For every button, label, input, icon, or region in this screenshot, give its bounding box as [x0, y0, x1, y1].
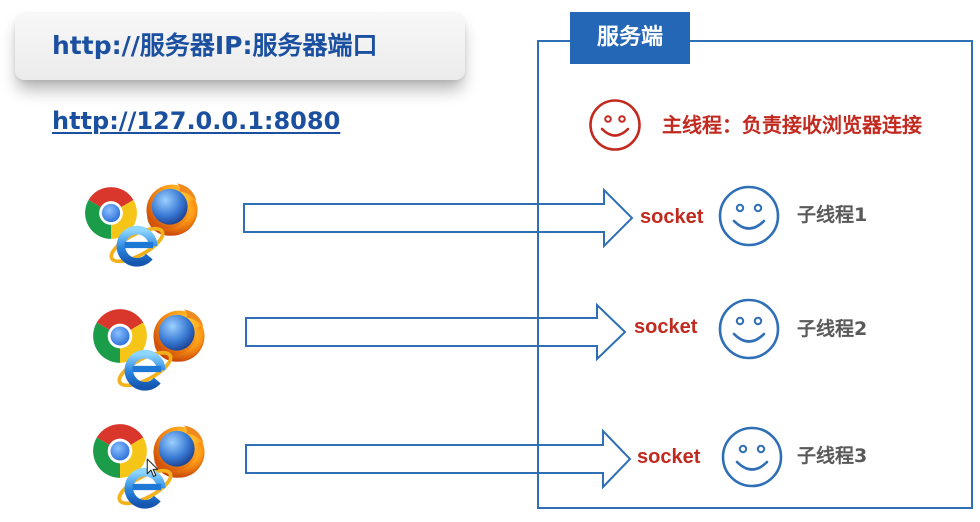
- client-browsers-2: [90, 304, 212, 404]
- smiley-face: [721, 426, 783, 488]
- main-thread-smiley-icon: [589, 99, 641, 151]
- smiley-mouth: [732, 219, 766, 230]
- thread-smiley-icon: [721, 426, 783, 488]
- smiley-face: [718, 298, 780, 360]
- smiley-face: [589, 99, 641, 151]
- smiley-face: [718, 185, 780, 247]
- thread-label: 子线程2: [797, 318, 868, 340]
- url-format-box: http://服务器IP:服务器端口: [15, 12, 465, 80]
- pointer-arrow: [146, 458, 159, 477]
- thread-label: 子线程3: [797, 445, 868, 467]
- socket-label: socket: [637, 446, 701, 468]
- socket-label: socket: [640, 206, 704, 228]
- ie-logo: [115, 346, 175, 391]
- server-label: 服务端: [570, 12, 690, 64]
- ie-logo: [107, 222, 167, 267]
- smiley-eye: [735, 316, 745, 326]
- ie-icon: [114, 338, 176, 400]
- smiley-eye: [753, 203, 763, 213]
- smiley-mouth: [732, 332, 766, 343]
- ie-logo: [115, 464, 175, 509]
- url-format-text: http://服务器IP:服务器端口: [52, 31, 378, 60]
- mouse-pointer-icon: [146, 458, 159, 477]
- ie-icon: [114, 456, 176, 518]
- smiley-eye: [735, 203, 745, 213]
- thread-smiley-icon: [718, 298, 780, 360]
- thread-label: 子线程1: [797, 204, 868, 226]
- smiley-eye: [756, 444, 766, 454]
- example-url-link[interactable]: http://127.0.0.1:8080: [52, 107, 341, 135]
- thread-smiley-icon: [718, 185, 780, 247]
- smiley-eye: [738, 444, 748, 454]
- socket-label: socket: [634, 316, 698, 338]
- smiley-eye: [753, 316, 763, 326]
- ie-icon: [106, 214, 168, 276]
- server-box: [537, 40, 973, 509]
- smiley-eye: [604, 115, 612, 123]
- smiley-eye: [618, 115, 626, 123]
- smiley-mouth: [735, 460, 769, 471]
- client-browsers-1: [82, 178, 204, 278]
- main-thread-label: 主线程：负责接收浏览器连接: [662, 113, 922, 137]
- smiley-mouth: [600, 127, 630, 137]
